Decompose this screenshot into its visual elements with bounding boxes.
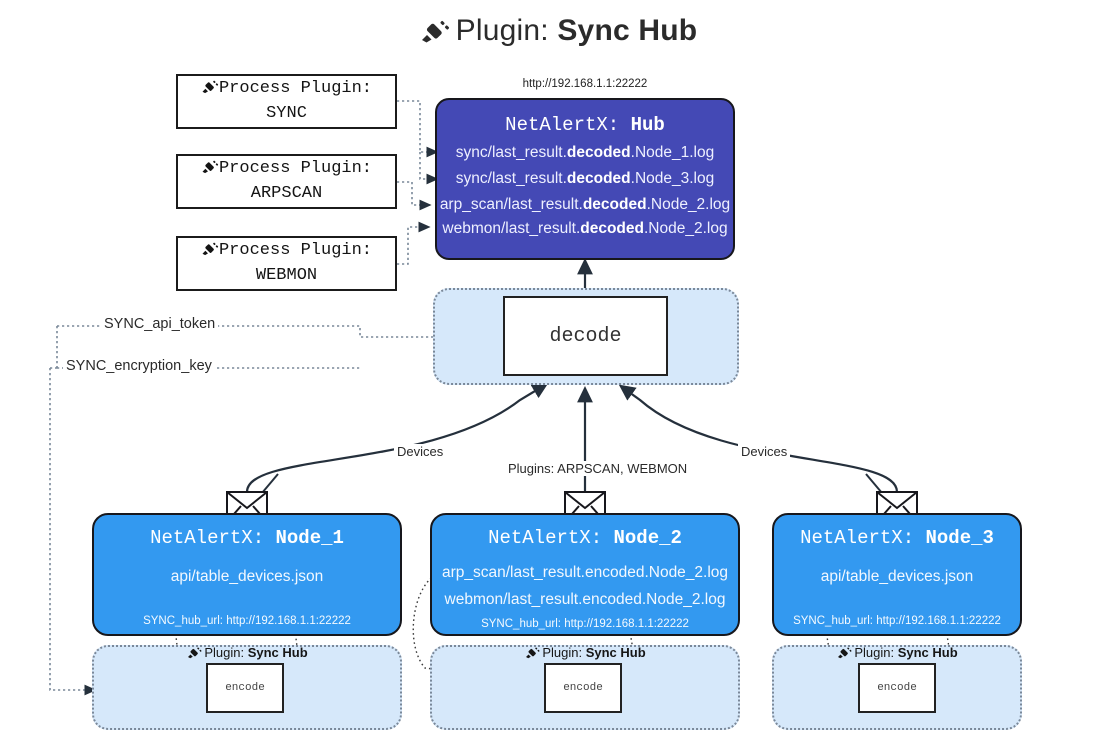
hub-log-line-1: sync/last_result.decoded.Node_1.log xyxy=(437,144,733,162)
hub-log-line-3: arp_scan/last_result.decoded.Node_2.log xyxy=(437,196,733,214)
plug-icon xyxy=(201,241,219,260)
decode-box[interactable]: decode xyxy=(503,296,668,376)
hub-log-2-post: .Node_3.log xyxy=(630,170,715,187)
devices-label-right: Devices xyxy=(738,444,791,459)
hub-log-3-pre: arp_scan/last_result. xyxy=(439,196,583,213)
node-2-title-name: Node_2 xyxy=(613,527,682,549)
hub-log-1-pre: sync/last_result. xyxy=(455,144,567,161)
node-1-title-name: Node_1 xyxy=(275,527,344,549)
process-plugin-webmon-title: Process Plugin: xyxy=(218,240,373,260)
node-1-title: NetAlertX: Node_1 xyxy=(94,527,400,549)
devices-label-left: Devices xyxy=(394,444,447,459)
node-2-title-prefix: NetAlertX: xyxy=(488,527,614,549)
encode-container-node-3 xyxy=(772,645,1022,730)
process-plugin-arpscan-line1: Process Plugin: xyxy=(201,157,372,182)
encode-caption-1-name: Sync Hub xyxy=(247,645,308,660)
node-3-title-name: Node_3 xyxy=(925,527,994,549)
plug-icon xyxy=(201,79,219,98)
hub-url-label: http://192.168.1.1:22222 xyxy=(522,78,648,90)
hub-log-4-bold: decoded xyxy=(580,220,644,237)
process-plugin-arpscan-title: Process Plugin: xyxy=(218,158,373,178)
node-box-node-3[interactable]: NetAlertX: Node_3 api/table_devices.json… xyxy=(772,513,1022,636)
plug-icon xyxy=(525,646,540,662)
page-title: Plugin: Sync Hub xyxy=(0,14,1117,52)
node-box-node-1[interactable]: NetAlertX: Node_1 api/table_devices.json… xyxy=(92,513,402,636)
node-box-node-2[interactable]: NetAlertX: Node_2 arp_scan/last_result.e… xyxy=(430,513,740,636)
node-1-line-1: api/table_devices.json xyxy=(170,568,324,585)
process-plugin-arpscan-name: ARPSCAN xyxy=(250,183,323,203)
process-plugin-sync-box[interactable]: Process Plugin: SYNC xyxy=(176,74,397,129)
hub-log-1-post: .Node_1.log xyxy=(630,144,715,161)
hub-title-name: Hub xyxy=(630,114,665,136)
process-plugin-webmon-box[interactable]: Process Plugin: WEBMON xyxy=(176,236,397,291)
hub-log-line-2: sync/last_result.decoded.Node_3.log xyxy=(437,170,733,188)
encode-caption-3-name: Sync Hub xyxy=(897,645,958,660)
hub-log-2-pre: sync/last_result. xyxy=(455,170,567,187)
plugins-label-center: Plugins: ARPSCAN, WEBMON xyxy=(505,461,691,476)
encode-caption-2-name: Sync Hub xyxy=(585,645,646,660)
hub-log-line-4: webmon/last_result.decoded.Node_2.log xyxy=(437,220,733,238)
process-plugin-arpscan-box[interactable]: Process Plugin: ARPSCAN xyxy=(176,154,397,209)
hub-log-1-bold: decoded xyxy=(566,144,631,161)
sync-api-token-label: SYNC_api_token xyxy=(101,316,219,332)
encode-box-node-2[interactable]: encode xyxy=(544,663,622,713)
node-1-hub-url: SYNC_hub_url: http://192.168.1.1:22222 xyxy=(143,615,351,627)
plug-icon xyxy=(837,646,852,662)
hub-title: NetAlertX: Hub xyxy=(437,114,733,136)
encode-caption-2-prefix: Plugin: xyxy=(542,645,586,660)
process-plugin-sync-title: Process Plugin: xyxy=(218,78,373,98)
process-plugin-sync-name: SYNC xyxy=(266,103,307,123)
node-3-line-1: api/table_devices.json xyxy=(820,568,974,585)
encode-caption-node-1: Plugin: Sync Hub xyxy=(155,645,340,662)
node-1-title-prefix: NetAlertX: xyxy=(150,527,276,549)
plug-icon xyxy=(187,646,202,662)
encode-box-node-1[interactable]: encode xyxy=(206,663,284,713)
hub-log-4-pre: webmon/last_result. xyxy=(442,220,581,237)
node-3-hub-url: SYNC_hub_url: http://192.168.1.1:22222 xyxy=(793,615,1001,627)
hub-log-2-bold: decoded xyxy=(566,170,631,187)
encode-caption-1-prefix: Plugin: xyxy=(204,645,248,660)
node-2-hub-url: SYNC_hub_url: http://192.168.1.1:22222 xyxy=(481,618,689,630)
node-2-line-2: webmon/last_result.encoded.Node_2.log xyxy=(444,591,726,608)
plug-icon xyxy=(420,18,450,52)
hub-log-3-bold: decoded xyxy=(582,196,647,213)
node-3-title: NetAlertX: Node_3 xyxy=(774,527,1020,549)
title-prefix: Plugin: xyxy=(455,14,558,47)
node-3-title-prefix: NetAlertX: xyxy=(800,527,926,549)
hub-log-3-post: .Node_2.log xyxy=(646,196,731,213)
process-plugin-webmon-line1: Process Plugin: xyxy=(201,239,372,264)
plug-icon xyxy=(201,159,219,178)
encode-caption-node-3: Plugin: Sync Hub xyxy=(805,645,990,662)
sync-encryption-key-label: SYNC_encryption_key xyxy=(63,358,215,374)
encode-box-node-3[interactable]: encode xyxy=(858,663,936,713)
hub-box[interactable]: NetAlertX: Hub sync/last_result.decoded.… xyxy=(435,98,735,260)
process-plugin-sync-line1: Process Plugin: xyxy=(201,77,372,102)
encode-caption-node-2: Plugin: Sync Hub xyxy=(493,645,678,662)
process-plugin-webmon-name: WEBMON xyxy=(255,265,318,285)
node-2-title: NetAlertX: Node_2 xyxy=(432,527,738,549)
node-2-line-1: arp_scan/last_result.encoded.Node_2.log xyxy=(441,564,729,581)
hub-log-4-post: .Node_2.log xyxy=(643,220,728,237)
hub-title-prefix: NetAlertX: xyxy=(505,114,631,136)
encode-caption-3-prefix: Plugin: xyxy=(854,645,898,660)
title-name: Sync Hub xyxy=(557,14,698,47)
